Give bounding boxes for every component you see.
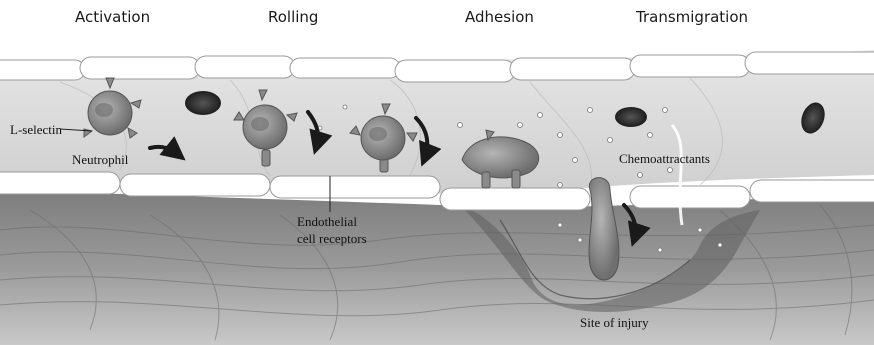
stage-title-transmigration: Transmigration <box>636 8 748 26</box>
stage-title-activation: Activation <box>75 8 150 26</box>
stage-title-rolling: Rolling <box>268 8 318 26</box>
red-blood-cell <box>185 91 221 115</box>
tissue-layer <box>0 190 874 345</box>
label-site-of-injury: Site of injury <box>580 315 649 330</box>
label-endothelial-2: cell receptors <box>297 231 367 246</box>
label-neutrophil: Neutrophil <box>72 152 128 167</box>
label-l-selectin: L-selectin <box>10 122 62 137</box>
neutrophil-transmigration <box>589 178 619 280</box>
red-blood-cell <box>615 107 647 127</box>
label-endothelial-1: Endothelial <box>297 214 357 229</box>
label-chemoattractants: Chemoattractants <box>619 151 710 166</box>
stage-title-adhesion: Adhesion <box>465 8 534 26</box>
